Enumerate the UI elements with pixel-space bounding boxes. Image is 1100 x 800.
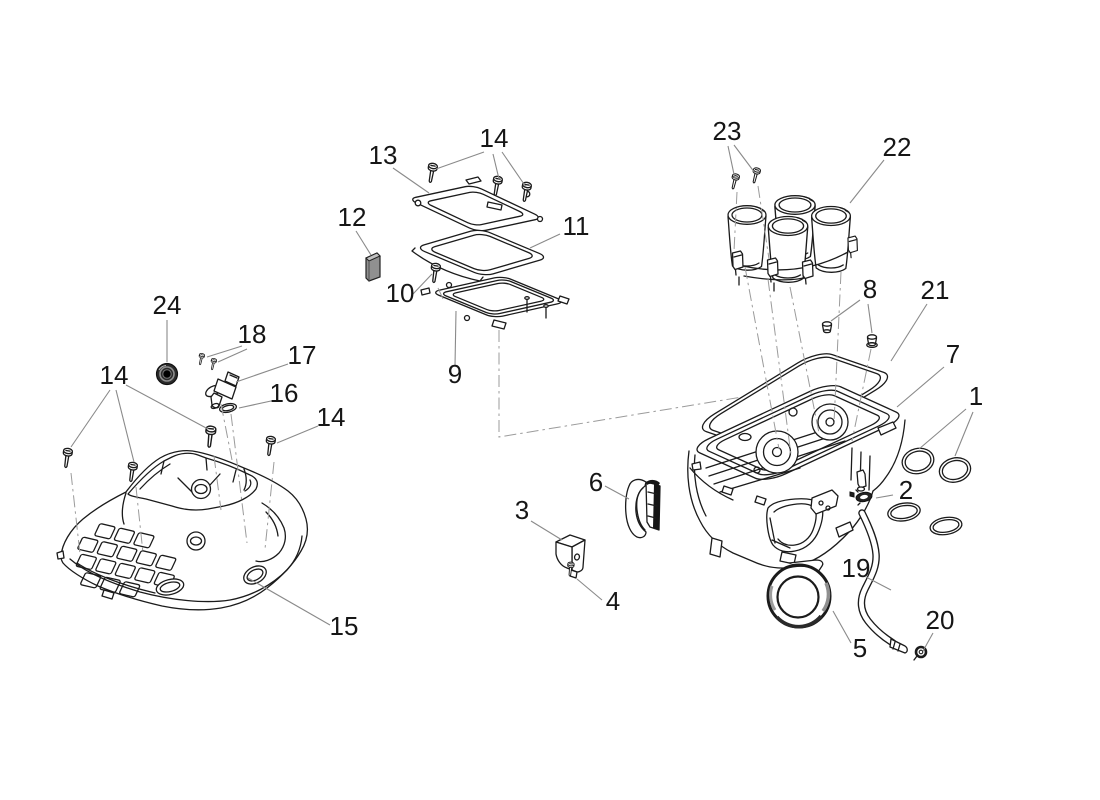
callout-13: 13 — [369, 140, 398, 170]
screws-18 — [196, 352, 218, 371]
callout-23: 23 — [713, 116, 742, 146]
part-6-duct-seal — [624, 478, 661, 539]
callout-17: 17 — [288, 340, 317, 370]
part-8-rubber-plugs — [821, 321, 878, 349]
part-9-filter-seat-frame — [421, 276, 569, 329]
screws-23 — [728, 166, 762, 191]
screw-10 — [428, 262, 442, 284]
callout-15: 15 — [330, 611, 359, 641]
callout-10: 10 — [386, 278, 415, 308]
callout-5: 5 — [853, 633, 867, 663]
frame-latch — [486, 201, 503, 211]
frame-tab — [465, 176, 482, 185]
callout-16: 16 — [270, 378, 299, 408]
part-7-airbox-housing — [688, 382, 907, 569]
part-19-drain-hose — [857, 509, 908, 654]
part-5-intake-mouth — [766, 559, 832, 629]
part-17-sensor — [205, 371, 240, 410]
callout-11: 11 — [563, 211, 590, 241]
part-22-intake-funnels — [727, 195, 858, 292]
callout-21: 21 — [921, 275, 950, 305]
part-15-airbox-cover — [56, 450, 308, 611]
part-13-filter-cover-frame — [408, 177, 543, 232]
callout-24: 24 — [153, 290, 182, 320]
cover-lattice — [75, 523, 177, 598]
part-12-rubber-pad — [365, 252, 381, 282]
callout-14-top: 14 — [480, 123, 509, 153]
callout-18: 18 — [238, 319, 267, 349]
callout-8: 8 — [863, 274, 877, 304]
callout-6: 6 — [589, 467, 603, 497]
assembly-centerlines — [70, 185, 872, 555]
callout-1: 1 — [969, 381, 983, 411]
callout-14-left: 14 — [100, 360, 129, 390]
callout-7: 7 — [946, 339, 960, 369]
part-2-hose-clamp — [849, 489, 873, 506]
callout-labels: 13 14 12 11 10 9 23 22 8 21 7 1 2 24 18 … — [100, 116, 984, 663]
callout-3: 3 — [515, 495, 529, 525]
callout-4: 4 — [606, 586, 620, 616]
callout-9: 9 — [448, 359, 462, 389]
part-11-filter-element — [412, 229, 549, 282]
callout-19: 19 — [842, 553, 871, 583]
callout-14-right: 14 — [317, 402, 346, 432]
callout-2: 2 — [899, 475, 913, 505]
part-24-grommet — [155, 362, 179, 386]
part-1-o-rings — [887, 447, 972, 536]
callout-22: 22 — [883, 132, 912, 162]
callout-12: 12 — [338, 202, 367, 232]
callout-20: 20 — [926, 605, 955, 635]
part-20-hose-clip — [913, 645, 928, 661]
leader-lines — [70, 144, 974, 652]
